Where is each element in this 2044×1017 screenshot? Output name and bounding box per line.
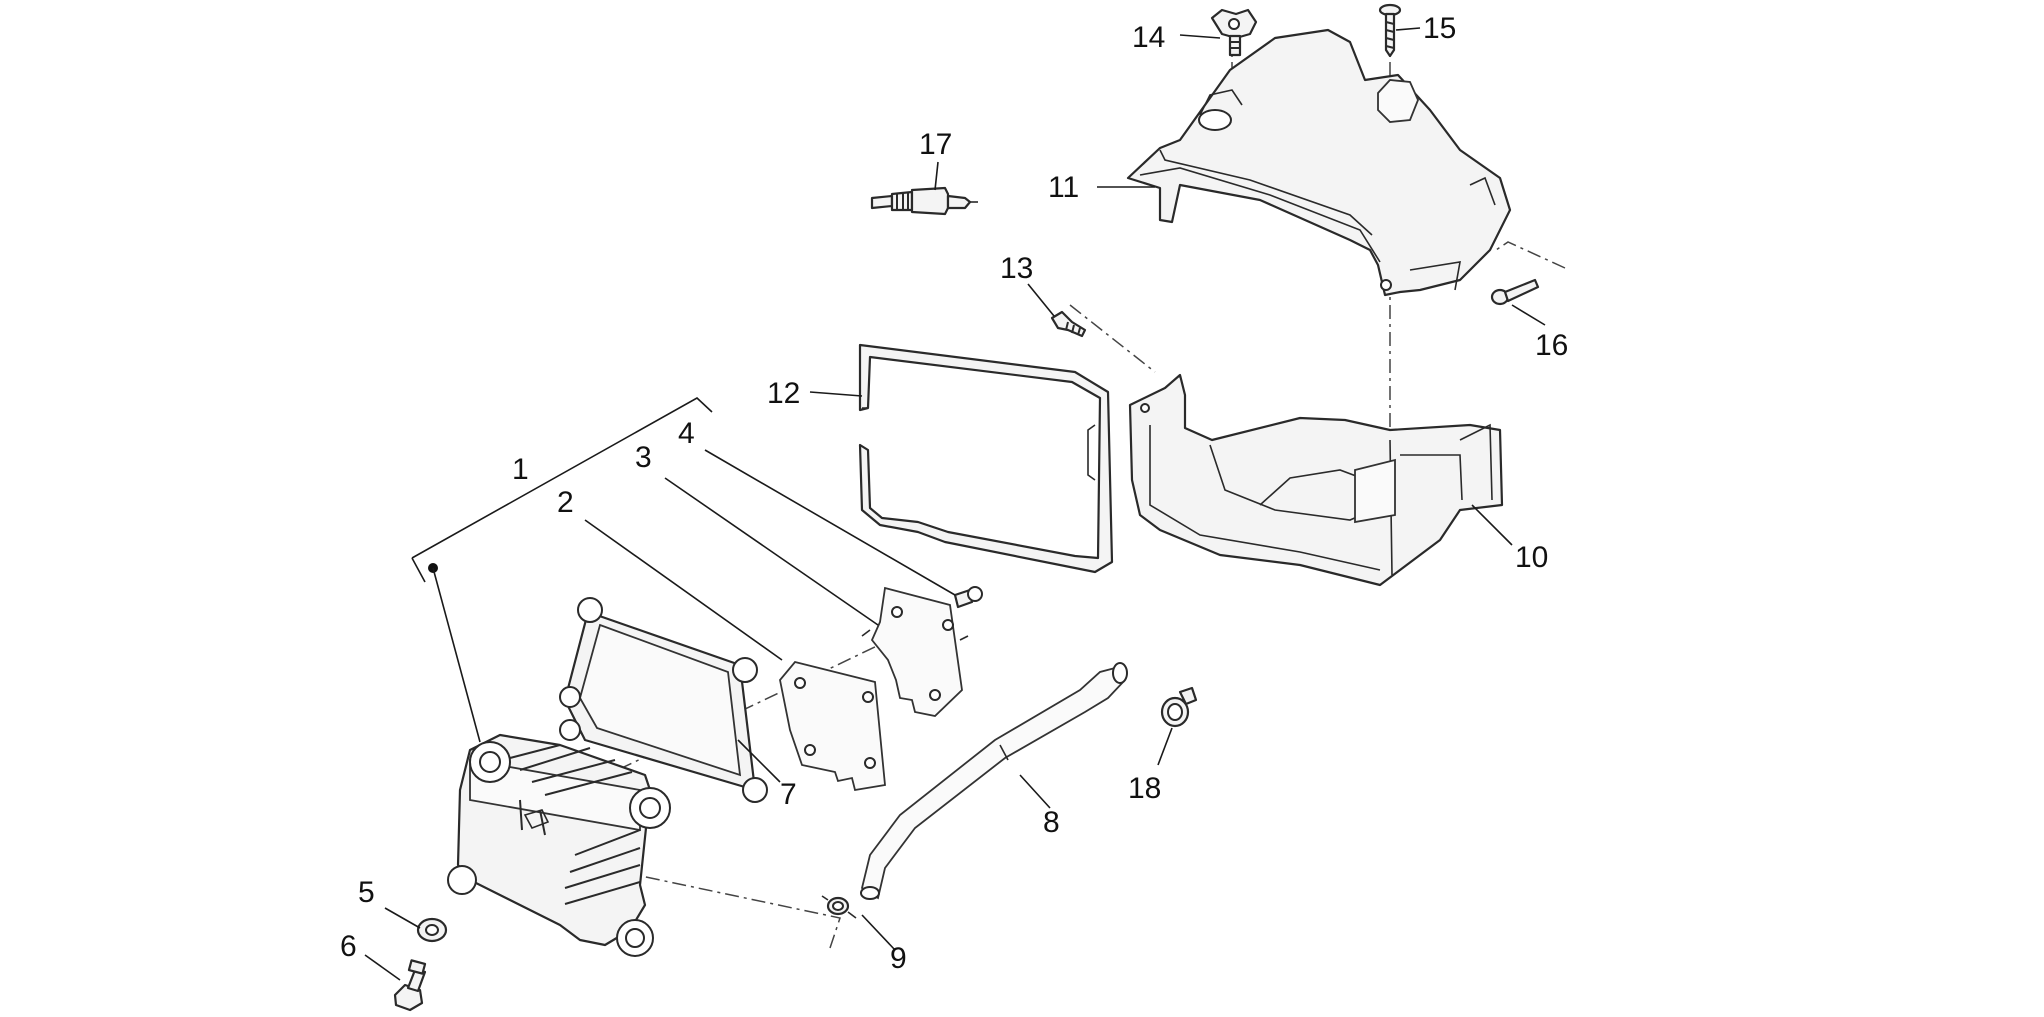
hose-clamp-18: [1160, 686, 1198, 728]
callout-4: 4: [678, 417, 695, 450]
screw-4: [953, 586, 983, 609]
callout-8: 8: [1043, 806, 1060, 839]
breather-hose: [860, 662, 1128, 900]
leader-lines: [364, 27, 1546, 981]
callout-17: 17: [919, 128, 952, 161]
washer: [416, 917, 448, 943]
callout-10: 10: [1515, 541, 1548, 574]
shroud-seal: [858, 343, 1114, 574]
reed-bracket: [861, 586, 969, 717]
callout-18: 18: [1128, 772, 1161, 805]
callout-7: 7: [780, 778, 797, 811]
callout-15: 15: [1423, 12, 1456, 45]
knob-screw-14: [1210, 8, 1258, 57]
callout-14: 14: [1132, 21, 1165, 54]
callout-labels: 1 2 3 4 5 6 7 8 9 10 11 12 13 14 15 16 1…: [340, 12, 1568, 975]
upper-shroud: [1126, 28, 1512, 297]
callout-3: 3: [635, 441, 652, 474]
callout-2: 2: [557, 486, 574, 519]
screw-15: [1378, 3, 1402, 58]
lower-shroud: [1128, 373, 1504, 587]
callout-9: 9: [890, 942, 907, 975]
callout-13: 13: [1000, 252, 1033, 285]
bolt-6: [393, 959, 427, 1012]
screw-13: [1050, 310, 1087, 338]
cover-gasket: [559, 597, 768, 803]
callout-5: 5: [358, 876, 375, 909]
screw-16: [1490, 278, 1540, 306]
callout-16: 16: [1535, 329, 1568, 362]
reed-plate: [779, 660, 886, 792]
spark-plug: [870, 186, 978, 216]
callout-11: 11: [1048, 171, 1079, 204]
callout-1: 1: [512, 453, 529, 486]
callout-6: 6: [340, 930, 357, 963]
callout-12: 12: [767, 377, 800, 410]
cylinder-head-cover: [447, 733, 671, 957]
hose-clamp-small: [821, 895, 857, 919]
